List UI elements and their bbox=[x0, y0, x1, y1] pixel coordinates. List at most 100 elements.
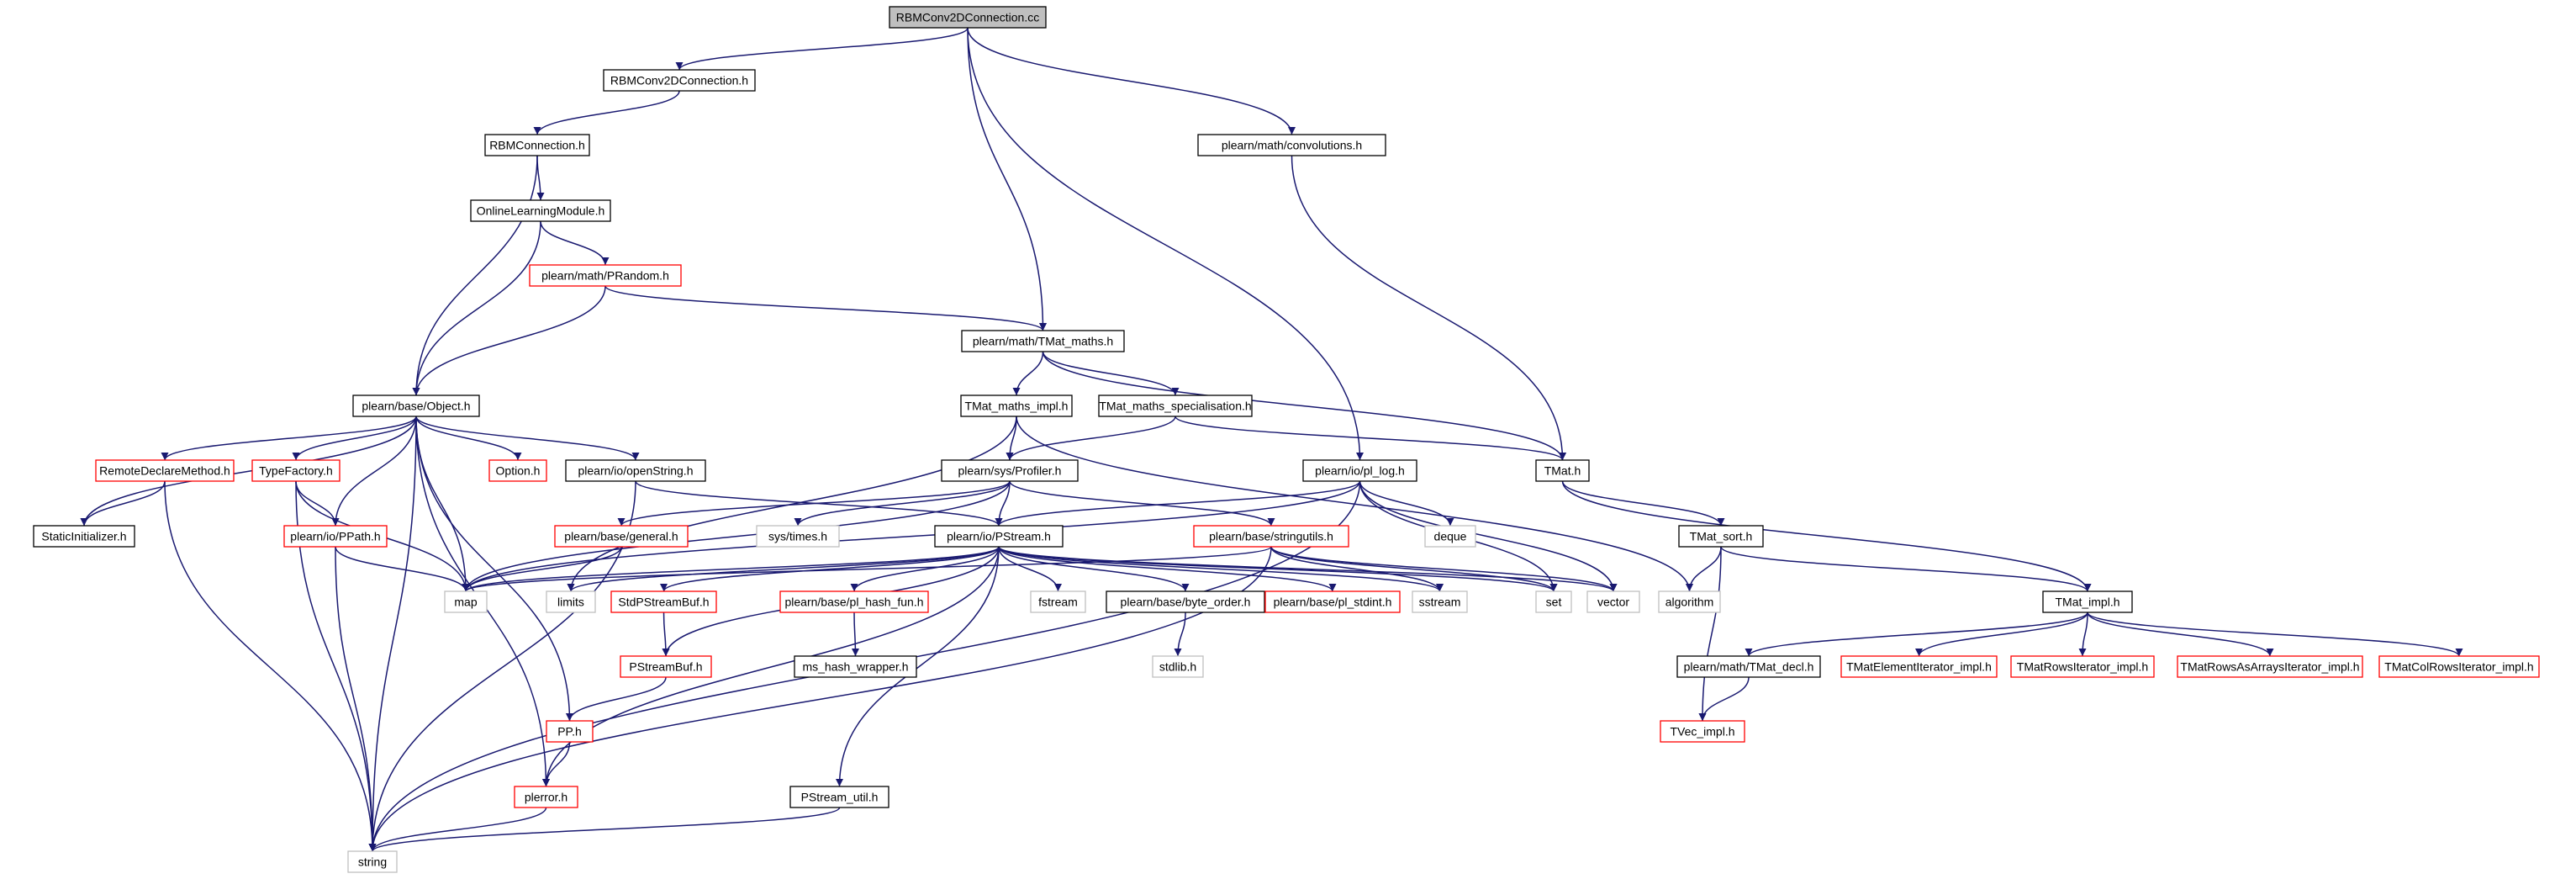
edge-pstream-h-to-pstream-util-h bbox=[836, 546, 1000, 787]
node-tmatelementiterator-impl-h[interactable]: TMatElementIterator_impl.h bbox=[1840, 655, 1998, 678]
node-label: deque bbox=[1434, 530, 1467, 543]
edge-convolutions-h-to-tmat-h bbox=[1291, 155, 1566, 461]
node-pp-h[interactable]: PP.h bbox=[546, 720, 594, 743]
node-tmat-sort-h[interactable]: TMat_sort.h bbox=[1678, 525, 1764, 548]
node-vector[interactable]: vector bbox=[1586, 590, 1640, 613]
edge-object-h-to-openstring-h bbox=[415, 416, 640, 461]
node-ppath-h[interactable]: plearn/io/PPath.h bbox=[283, 525, 388, 548]
node-box bbox=[347, 850, 398, 873]
node-rbmconv2dconnection-cc[interactable]: RBMConv2DConnection.cc bbox=[889, 6, 1047, 29]
node-label: map bbox=[454, 596, 477, 609]
node-label: stdlib.h bbox=[1159, 660, 1196, 674]
node-rbmconnection-h[interactable]: RBMConnection.h bbox=[484, 134, 590, 156]
edge-pstream-util-h-to-string bbox=[368, 807, 841, 852]
node-remotedeclaremethod-h[interactable]: RemoteDeclareMethod.h bbox=[95, 459, 235, 482]
node-sstream[interactable]: sstream bbox=[1412, 590, 1468, 613]
node-tmatrowsiterator-impl-h[interactable]: TMatRowsIterator_impl.h bbox=[2010, 655, 2155, 678]
edge-tmat-decl-h-to-tvec-impl-h bbox=[1698, 676, 1750, 722]
edge-pstreambuf-h-to-pp-h bbox=[566, 676, 667, 722]
node-label: PStreamBuf.h bbox=[629, 660, 702, 674]
node-label: plearn/io/openString.h bbox=[578, 464, 694, 478]
node-onlinelearningmodule-h[interactable]: OnlineLearningModule.h bbox=[470, 199, 611, 222]
edge-profiler-h-to-general-h bbox=[617, 480, 1011, 527]
node-tmat-impl-h[interactable]: TMat_impl.h bbox=[2042, 590, 2133, 613]
edge-profiler-h-to-map bbox=[462, 480, 1011, 592]
node-algorithm[interactable]: algorithm bbox=[1658, 590, 1721, 613]
node-plerror-h[interactable]: plerror.h bbox=[514, 786, 578, 808]
node-staticinitializer-h[interactable]: StaticInitializer.h bbox=[33, 525, 135, 548]
node-openstring-h[interactable]: plearn/io/openString.h bbox=[565, 459, 706, 482]
node-deque[interactable]: deque bbox=[1424, 525, 1476, 548]
edge-plerror-h-to-string bbox=[368, 807, 547, 852]
node-set[interactable]: set bbox=[1535, 590, 1572, 613]
edge-remotedeclaremethod-h-to-staticinitializer-h bbox=[80, 480, 166, 527]
node-box bbox=[1106, 590, 1265, 613]
node-label: limits bbox=[557, 596, 584, 609]
node-sys-times-h[interactable]: sys/times.h bbox=[756, 525, 840, 548]
node-ms-hash-wrapper-h[interactable]: ms_hash_wrapper.h bbox=[794, 655, 917, 678]
edge-pl-log-h-to-vector bbox=[1359, 480, 1618, 592]
node-convolutions-h[interactable]: plearn/math/convolutions.h bbox=[1197, 134, 1386, 156]
edge-tmat-sort-h-to-tmat-impl-h bbox=[1720, 546, 2092, 592]
node-box bbox=[554, 525, 689, 548]
node-map[interactable]: map bbox=[444, 590, 488, 613]
node-tmat-maths-impl-h[interactable]: TMat_maths_impl.h bbox=[960, 394, 1073, 417]
node-box bbox=[2042, 590, 2133, 613]
node-label: plearn/io/pl_log.h bbox=[1315, 464, 1405, 478]
node-profiler-h[interactable]: plearn/sys/Profiler.h bbox=[941, 459, 1079, 482]
node-label: plearn/math/TMat_maths.h bbox=[973, 335, 1113, 348]
node-box bbox=[546, 720, 594, 743]
node-general-h[interactable]: plearn/base/general.h bbox=[554, 525, 689, 548]
node-box bbox=[444, 590, 488, 613]
node-fstream[interactable]: fstream bbox=[1030, 590, 1086, 613]
node-box bbox=[1840, 655, 1998, 678]
edge-general-h-to-map bbox=[462, 546, 622, 592]
node-box bbox=[1302, 459, 1417, 482]
node-string[interactable]: string bbox=[347, 850, 398, 873]
node-box bbox=[1412, 590, 1468, 613]
edge-tmat-maths-h-to-tmat-h bbox=[1042, 351, 1566, 461]
edge-object-h-to-remotedeclaremethod-h bbox=[161, 416, 417, 461]
edge-pp-h-to-plerror-h bbox=[542, 741, 571, 787]
node-limits[interactable]: limits bbox=[546, 590, 596, 613]
node-pl-stdint-h[interactable]: plearn/base/pl_stdint.h bbox=[1264, 590, 1401, 613]
node-object-h[interactable]: plearn/base/Object.h bbox=[352, 394, 480, 417]
node-box bbox=[603, 69, 756, 92]
node-stdlib-h[interactable]: stdlib.h bbox=[1152, 655, 1204, 678]
node-prandom-h[interactable]: plearn/math/PRandom.h bbox=[529, 264, 682, 287]
node-label: TMatElementIterator_impl.h bbox=[1846, 660, 1992, 674]
node-label: plearn/io/PStream.h bbox=[947, 530, 1051, 543]
edge-typefactory-h-to-ppath-h bbox=[295, 480, 340, 527]
node-pstream-util-h[interactable]: PStream_util.h bbox=[789, 786, 889, 808]
node-tmat-maths-h[interactable]: plearn/math/TMat_maths.h bbox=[961, 330, 1125, 352]
node-byte-order-h[interactable]: plearn/base/byte_order.h bbox=[1106, 590, 1265, 613]
node-stringutils-h[interactable]: plearn/base/stringutils.h bbox=[1193, 525, 1349, 548]
node-box bbox=[1264, 590, 1401, 613]
node-tmat-decl-h[interactable]: plearn/math/TMat_decl.h bbox=[1676, 655, 1821, 678]
node-tvec-impl-h[interactable]: TVec_impl.h bbox=[1660, 720, 1745, 743]
node-box bbox=[1586, 590, 1640, 613]
node-stdpstreambuf-h[interactable]: StdPStreamBuf.h bbox=[610, 590, 717, 613]
node-label: RBMConv2DConnection.cc bbox=[896, 11, 1039, 24]
edge-stringutils-h-to-sstream bbox=[1270, 546, 1444, 592]
edge-typefactory-h-to-string bbox=[295, 480, 377, 852]
node-pl-log-h[interactable]: plearn/io/pl_log.h bbox=[1302, 459, 1417, 482]
node-pl-hash-fun-h[interactable]: plearn/base/pl_hash_fun.h bbox=[779, 590, 929, 613]
node-option-h[interactable]: Option.h bbox=[488, 459, 547, 482]
edge-tmat-maths-h-to-tmat-maths-impl-h bbox=[1012, 351, 1044, 396]
edge-tmat-h-to-tmat-impl-h bbox=[1561, 480, 2092, 592]
node-rbmconv2dconnection-h[interactable]: RBMConv2DConnection.h bbox=[603, 69, 756, 92]
node-typefactory-h[interactable]: TypeFactory.h bbox=[251, 459, 340, 482]
edge-tmat-maths-impl-h-to-limits bbox=[567, 416, 1017, 592]
edge-rbmconv2dconnection-cc-to-rbmconv2dconnection-h bbox=[675, 27, 969, 71]
edge-tmat-impl-h-to-tmatrowsasarraysiterator-impl-h bbox=[2087, 612, 2274, 657]
node-tmat-maths-specialisation-h[interactable]: TMat_maths_specialisation.h bbox=[1098, 394, 1253, 417]
node-label: TMat_maths_specialisation.h bbox=[1099, 400, 1251, 413]
edge-tmat-impl-h-to-tmatcolrowsiterator-impl-h bbox=[2087, 612, 2463, 657]
node-tmatrowsasarraysiterator-impl-h[interactable]: TMatRowsAsArraysIterator_impl.h bbox=[2177, 655, 2363, 678]
edge-onlinelearningmodule-h-to-object-h bbox=[412, 220, 541, 396]
node-pstreambuf-h[interactable]: PStreamBuf.h bbox=[620, 655, 712, 678]
node-tmatcolrowsiterator-impl-h[interactable]: TMatColRowsIterator_impl.h bbox=[2378, 655, 2540, 678]
node-tmat-h[interactable]: TMat.h bbox=[1535, 459, 1590, 482]
node-pstream-h[interactable]: plearn/io/PStream.h bbox=[934, 525, 1064, 548]
